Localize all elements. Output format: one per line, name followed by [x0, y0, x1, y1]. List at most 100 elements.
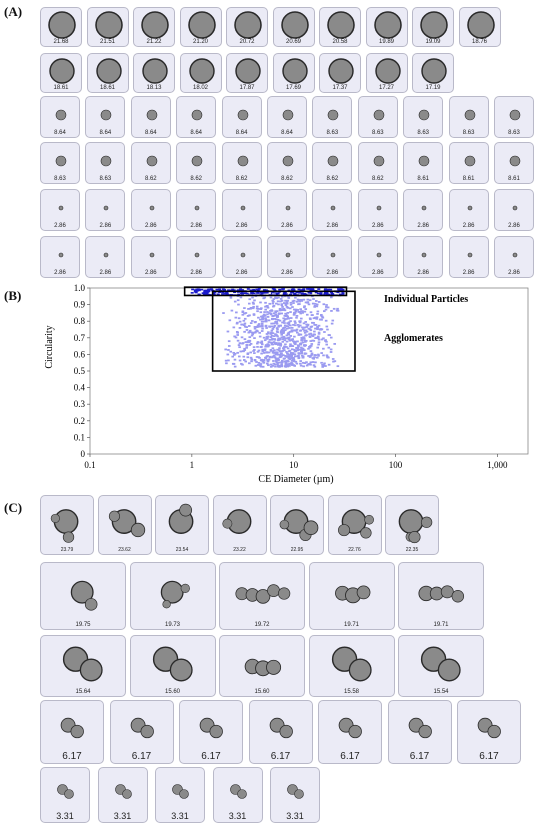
- scatter-point: [301, 355, 305, 358]
- particle-size-label: 2.86: [462, 270, 475, 276]
- particle-blob: [237, 155, 248, 167]
- particle-tile: 2.86: [130, 236, 171, 278]
- scatter-point: [299, 298, 303, 301]
- scatter-point: [243, 349, 247, 351]
- y-tick-label: 0: [81, 449, 86, 459]
- particle-size-label: 20.69: [285, 39, 301, 45]
- scatter-point: [291, 291, 295, 294]
- scatter-point: [304, 301, 308, 304]
- particle-blob: [467, 252, 472, 258]
- scatter-point: [280, 309, 283, 312]
- scatter-point: [277, 337, 280, 340]
- scatter-point: [241, 311, 245, 314]
- scatter-point: [233, 352, 237, 355]
- particle-blob: [348, 658, 372, 682]
- particle-size-label: 19.72: [254, 622, 270, 628]
- scatter-point: [248, 336, 252, 339]
- scatter-point: [302, 322, 306, 325]
- scatter-point: [195, 288, 199, 291]
- scatter-point: [274, 360, 278, 362]
- y-tick-label: 0.4: [74, 383, 86, 393]
- scatter-point: [245, 326, 248, 329]
- scatter-point: [278, 288, 282, 291]
- scatter-point: [287, 297, 291, 299]
- scatter-point: [274, 333, 277, 336]
- scatter-point: [246, 341, 249, 344]
- scatter-point: [321, 316, 325, 319]
- particle-image: [464, 109, 475, 121]
- scatter-point: [241, 313, 245, 316]
- scatter-point: [252, 305, 255, 308]
- scatter-point: [308, 288, 312, 290]
- scatter-point: [263, 348, 267, 351]
- scatter-point: [256, 341, 260, 343]
- scatter-point: [254, 330, 258, 333]
- particle-image: [172, 784, 189, 799]
- scatter-point: [234, 336, 238, 339]
- scatter-point: [215, 288, 219, 291]
- particle-tile: 8.63: [403, 96, 444, 138]
- particle-tile: 23.22: [212, 495, 267, 555]
- scatter-point: [251, 296, 254, 299]
- particle-blob: [356, 585, 370, 600]
- scatter-point: [235, 311, 238, 314]
- scatter-point: [294, 360, 298, 363]
- particle-image: [373, 11, 402, 39]
- y-tick-label: 0.3: [74, 399, 86, 409]
- particle-size-label: 3.31: [228, 811, 247, 821]
- scatter-point: [271, 299, 275, 302]
- scatter-point: [240, 336, 244, 339]
- scatter-point: [302, 337, 306, 340]
- particle-size-label: 6.17: [479, 751, 499, 762]
- scatter-point: [234, 316, 238, 319]
- scatter-point: [245, 344, 249, 347]
- scatter-point: [341, 292, 345, 294]
- scatter-point: [282, 307, 286, 310]
- scatter-point: [285, 351, 288, 353]
- scatter-point: [218, 288, 222, 291]
- scatter-point: [248, 331, 251, 333]
- scatter-point: [266, 345, 270, 348]
- particle-size-label: 18.61: [99, 85, 115, 91]
- scatter-point: [249, 351, 253, 354]
- particle-tile: 2.86: [85, 236, 126, 278]
- scatter-point: [325, 292, 329, 294]
- scatter-point: [279, 343, 283, 346]
- particle-blob: [84, 598, 98, 611]
- scatter-point: [306, 301, 309, 304]
- scatter-point: [190, 292, 194, 294]
- scatter-point: [225, 291, 229, 294]
- scatter-point: [255, 361, 258, 363]
- scatter-point: [285, 327, 289, 330]
- particle-tile: 2.86: [403, 189, 444, 231]
- scatter-point: [271, 347, 275, 350]
- particle-image: [464, 155, 475, 167]
- particle-blob: [121, 789, 132, 799]
- scatter-point: [295, 291, 299, 294]
- scatter-point: [252, 314, 256, 316]
- particle-blob: [146, 109, 158, 121]
- scatter-point: [274, 357, 278, 360]
- scatter-point: [272, 354, 276, 357]
- scatter-point: [301, 289, 305, 291]
- scatter-point: [305, 364, 309, 367]
- scatter-point: [274, 310, 277, 313]
- scatter-point: [271, 337, 274, 340]
- particle-tile: 2.86: [130, 189, 171, 231]
- scatter-point: [249, 342, 253, 345]
- scatter-point: [216, 293, 220, 296]
- particle-size-label: 23.22: [233, 547, 246, 553]
- scatter-point: [308, 336, 312, 338]
- scatter-point: [275, 297, 279, 300]
- particle-blob: [50, 513, 60, 523]
- scatter-point: [263, 311, 266, 313]
- scatter-point: [205, 292, 209, 294]
- scatter-point: [201, 292, 205, 294]
- scatter-point: [276, 335, 279, 338]
- scatter-point: [263, 292, 267, 294]
- scatter-point: [261, 317, 264, 320]
- particle-tile: 8.64: [267, 96, 307, 138]
- scatter-point: [256, 350, 260, 353]
- scatter-point: [267, 319, 271, 322]
- scatter-point: [287, 337, 291, 340]
